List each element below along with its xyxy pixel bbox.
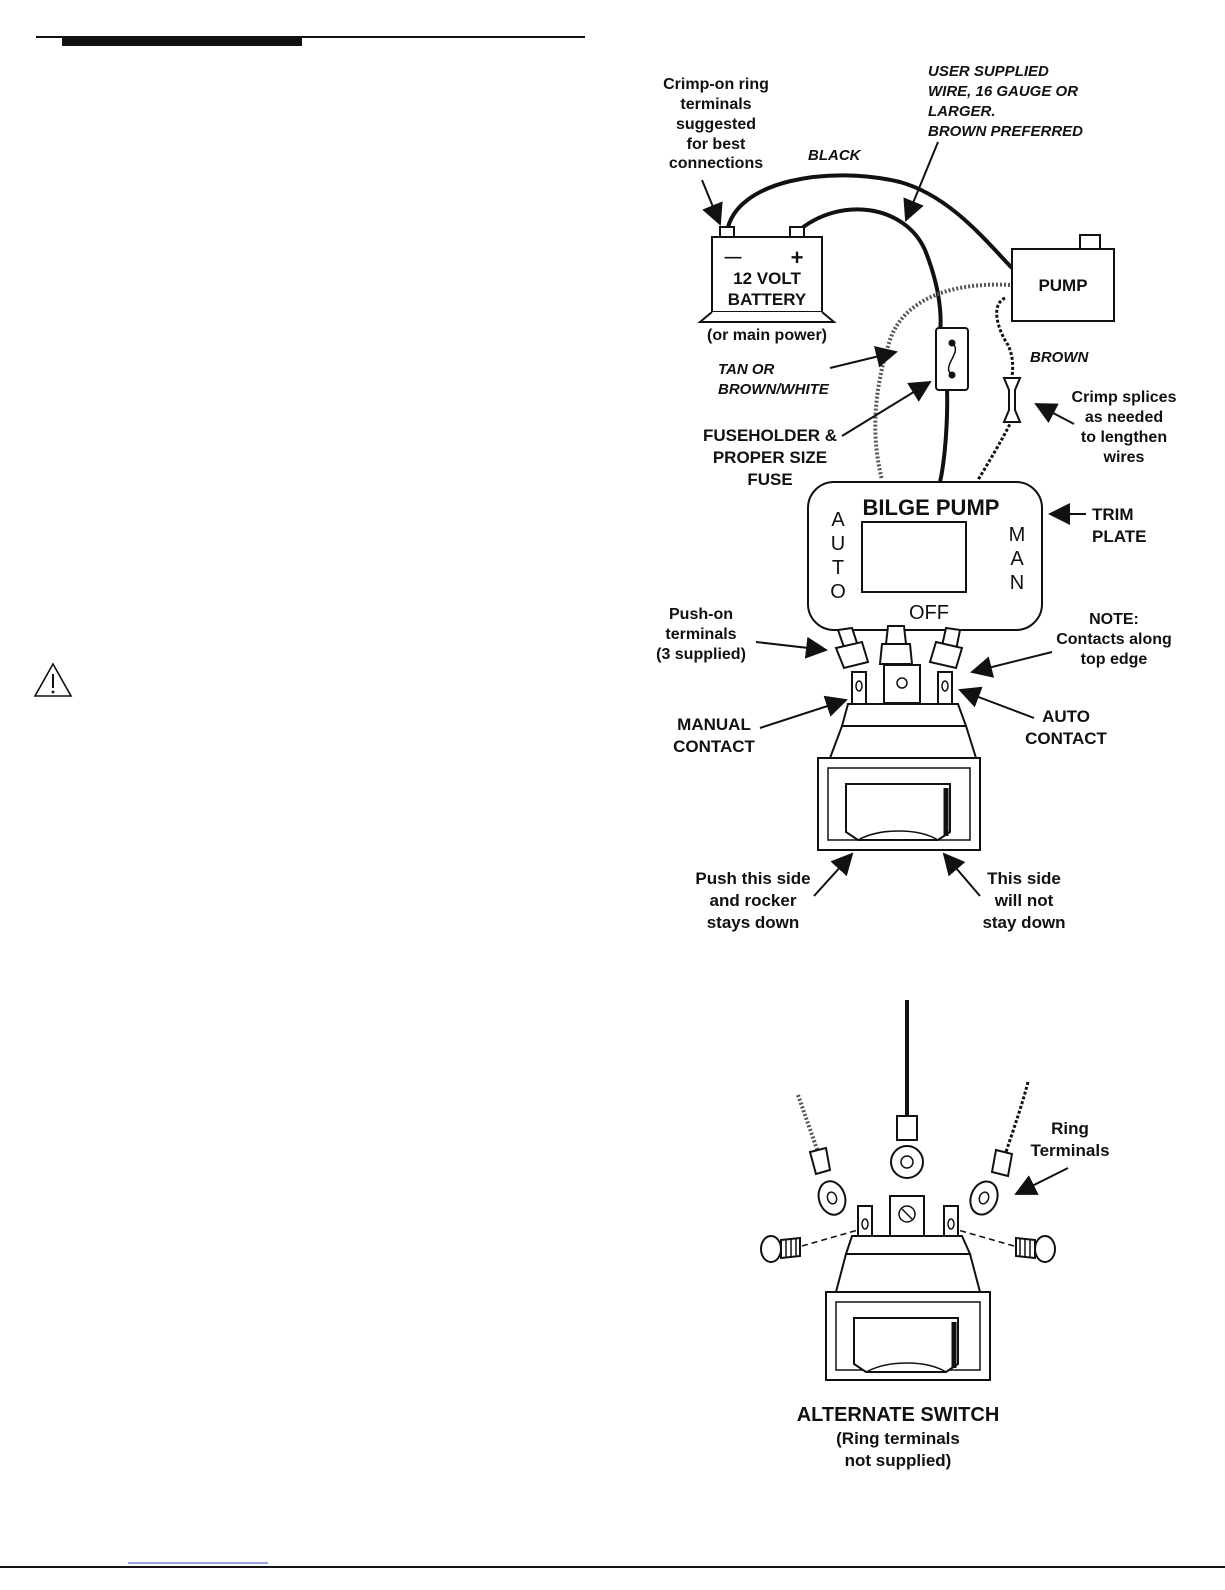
fuse-label: FUSEHOLDER & PROPER SIZE FUSE: [703, 426, 837, 489]
svg-text:will not: will not: [994, 891, 1054, 910]
tan-wire-arrow: [829, 346, 898, 369]
tan-wire-label: TAN OR BROWN/WHITE: [718, 361, 830, 398]
svg-text:to lengthen: to lengthen: [1081, 429, 1167, 446]
svg-text:BROWN/WHITE: BROWN/WHITE: [718, 381, 830, 398]
svg-text:NOTE:: NOTE:: [1089, 611, 1139, 628]
crimp-ring-note: Crimp-on ring terminals suggested for be…: [663, 76, 769, 172]
ring-terminals-label: Ring Terminals: [1030, 1119, 1109, 1160]
svg-text:TRIM: TRIM: [1092, 505, 1134, 524]
svg-text:(Ring terminals: (Ring terminals: [836, 1429, 960, 1448]
other-side-label: This side will not stay down: [982, 869, 1065, 932]
plate-man-letter-3: N: [1010, 572, 1024, 594]
svg-text:terminals: terminals: [680, 96, 751, 113]
svg-text:stay down: stay down: [982, 913, 1065, 932]
svg-text:Crimp-on ring: Crimp-on ring: [663, 76, 769, 93]
svg-text:and rocker: and rocker: [710, 891, 797, 910]
svg-text:CONTACT: CONTACT: [1025, 729, 1107, 748]
plate-auto-letter-1: A: [831, 509, 845, 531]
push-side-label: Push this side and rocker stays down: [695, 869, 810, 932]
svg-text:FUSEHOLDER &: FUSEHOLDER &: [703, 426, 837, 445]
pump: PUMP: [1011, 234, 1115, 322]
svg-text:wires: wires: [1103, 449, 1145, 466]
splice-arrow: [1034, 403, 1075, 425]
svg-text:Crimp splices: Crimp splices: [1072, 389, 1177, 406]
push-side-arrow: [813, 852, 854, 897]
battery-label-line2: BATTERY: [728, 290, 807, 309]
fuse-arrow: [841, 380, 932, 437]
plate-auto-letter-3: T: [832, 557, 844, 579]
svg-text:Terminals: Terminals: [1030, 1141, 1109, 1160]
svg-text:MANUAL: MANUAL: [677, 715, 751, 734]
user-wire-note: USER SUPPLIED WIRE, 16 GAUGE OR LARGER. …: [928, 63, 1083, 140]
svg-text:Push-on: Push-on: [669, 606, 733, 623]
plate-man-letter-2: A: [1010, 548, 1024, 570]
user-wire-arrow: [903, 141, 939, 222]
svg-text:for best: for best: [687, 136, 746, 153]
manual-contact-label: MANUAL CONTACT: [673, 715, 755, 756]
alternate-switch: [760, 1000, 1056, 1381]
battery-label-line1: 12 VOLT: [733, 269, 801, 288]
battery-sub-label: (or main power): [707, 327, 827, 344]
warning-icon: [33, 662, 73, 697]
svg-text:suggested: suggested: [676, 116, 756, 133]
splice-note: Crimp splices as needed to lengthen wire…: [1072, 389, 1177, 466]
rocker-switch: [817, 625, 981, 851]
svg-text:Ring: Ring: [1051, 1119, 1089, 1138]
svg-text:CONTACT: CONTACT: [673, 737, 755, 756]
svg-text:top edge: top edge: [1081, 651, 1148, 668]
svg-text:PROPER SIZE: PROPER SIZE: [713, 448, 827, 467]
svg-text:AUTO: AUTO: [1042, 707, 1090, 726]
svg-text:Contacts along: Contacts along: [1056, 631, 1172, 648]
header-rule: [36, 36, 585, 46]
svg-text:Push this side: Push this side: [695, 869, 810, 888]
brown-wire-label: BROWN: [1030, 349, 1089, 366]
page-footer: [0, 1560, 1225, 1585]
svg-text:LARGER.: LARGER.: [928, 103, 996, 120]
trim-plate-label: TRIM PLATE: [1092, 505, 1146, 546]
push-on-arrow: [755, 636, 828, 659]
battery-plus-sign: +: [791, 245, 804, 270]
auto-contact-arrow: [958, 686, 1035, 719]
svg-text:FUSE: FUSE: [747, 470, 792, 489]
push-on-label: Push-on terminals (3 supplied): [656, 606, 746, 663]
svg-text:connections: connections: [669, 155, 763, 172]
contacts-note: NOTE: Contacts along top edge: [1056, 611, 1172, 668]
plate-auto-letter-4: O: [830, 581, 846, 603]
svg-text:TAN OR: TAN OR: [718, 361, 775, 378]
battery: — + 12 VOLT BATTERY: [697, 226, 837, 323]
wire-black: [725, 173, 1014, 270]
svg-text:ALTERNATE SWITCH: ALTERNATE SWITCH: [797, 1404, 1000, 1426]
svg-text:(3 supplied): (3 supplied): [656, 646, 746, 663]
svg-text:This side: This side: [987, 869, 1061, 888]
page-header: [0, 0, 1225, 60]
svg-text:as needed: as needed: [1085, 409, 1163, 426]
plate-man-letter-1: M: [1009, 524, 1026, 546]
contacts-arrow: [970, 651, 1053, 678]
battery-minus-sign: —: [725, 247, 742, 266]
black-wire-label: BLACK: [808, 147, 862, 164]
manual-contact-arrow: [759, 695, 848, 729]
plate-auto-letter-2: U: [831, 533, 845, 555]
plate-title: BILGE PUMP: [863, 495, 1000, 520]
svg-text:PLATE: PLATE: [1092, 527, 1146, 546]
svg-text:BROWN PREFERRED: BROWN PREFERRED: [928, 123, 1083, 140]
svg-text:USER SUPPLIED: USER SUPPLIED: [928, 63, 1049, 80]
svg-text:not supplied): not supplied): [845, 1451, 952, 1470]
auto-contact-label: AUTO CONTACT: [1025, 707, 1107, 748]
crimp-splice: [1002, 377, 1022, 423]
pump-label: PUMP: [1038, 276, 1087, 295]
alternate-switch-label: ALTERNATE SWITCH (Ring terminals not sup…: [797, 1404, 1000, 1470]
trim-plate: BILGE PUMP A U T O M A N OFF: [807, 481, 1043, 631]
fuseholder: [935, 327, 969, 391]
svg-text:terminals: terminals: [665, 626, 736, 643]
ring-terminals-arrow: [1014, 1167, 1069, 1195]
svg-text:stays down: stays down: [707, 913, 800, 932]
crimp-ring-arrow: [701, 179, 723, 226]
other-side-arrow: [942, 852, 981, 897]
plate-off-label: OFF: [909, 602, 949, 624]
svg-text:WIRE, 16 GAUGE OR: WIRE, 16 GAUGE OR: [928, 83, 1078, 100]
footer-rule: [0, 1562, 1225, 1568]
